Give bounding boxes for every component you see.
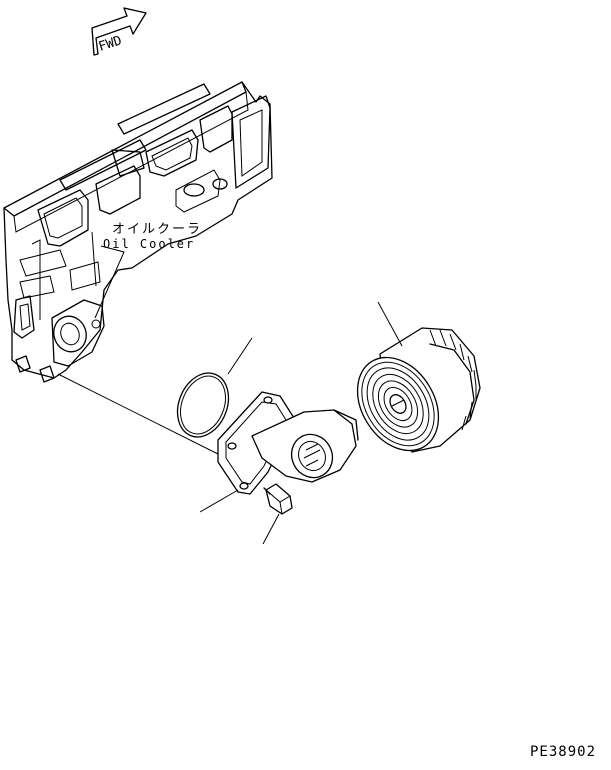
oil-cooler-label: Oil Cooler: [103, 237, 196, 251]
oil-cooler-leader: [94, 245, 125, 319]
fwd-label: FWD: [97, 33, 124, 55]
oil-filter-cartridge: [356, 301, 481, 453]
mounting-reference-line: [57, 373, 235, 463]
engine-block: [3, 81, 273, 383]
bolt: [262, 483, 293, 545]
oil-cooler-label-jp: オイルクーラ: [112, 222, 203, 237]
drawing-code: PE38902: [530, 744, 597, 760]
o-ring: [176, 337, 253, 438]
filter-head-adapter: [199, 391, 359, 513]
forward-arrow-icon: FWD: [91, 7, 147, 56]
